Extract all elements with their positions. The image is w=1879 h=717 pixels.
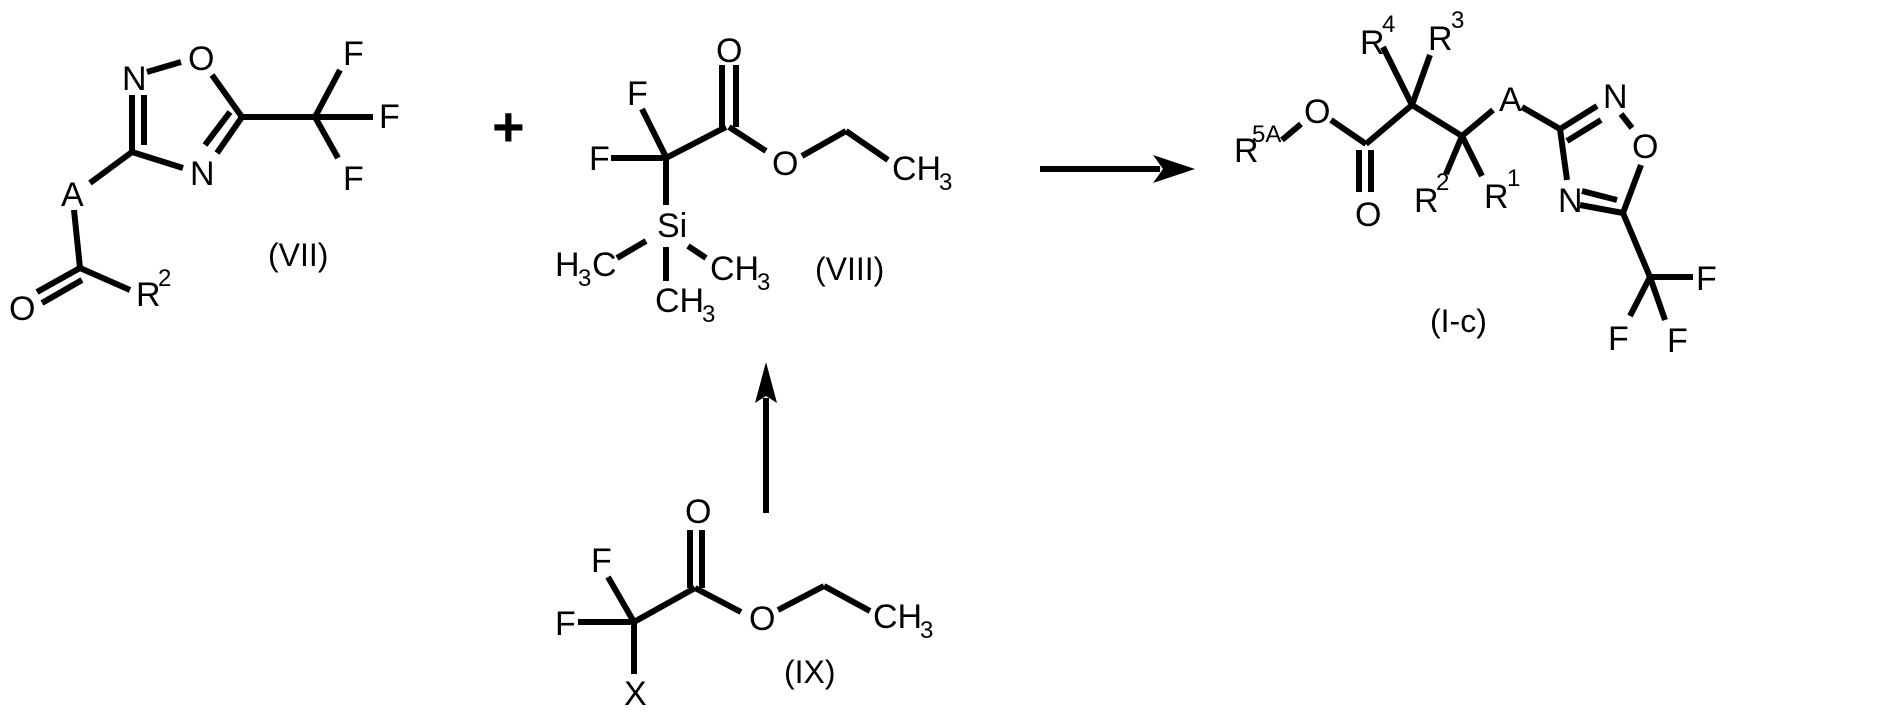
compound-ix: O F F X O CH 3 (IX): [555, 493, 933, 713]
atom-r: R: [1428, 20, 1453, 58]
atom-f: F: [591, 542, 612, 580]
superscript: 2: [158, 265, 171, 292]
compound-i-c: R 5A O O R 4 R 3 R 2 R 1 A N O N F F F (…: [1234, 7, 1717, 360]
atom-n: N: [190, 155, 215, 193]
subscript: 3: [920, 617, 933, 644]
atom-f: F: [1696, 260, 1717, 298]
subscript: 3: [939, 169, 952, 196]
superscript: 1: [1507, 165, 1520, 192]
atom-f: F: [1608, 320, 1629, 358]
compound-label-vii: (VII): [268, 237, 328, 273]
superscript: 3: [1451, 7, 1464, 34]
atom-n: N: [1603, 78, 1628, 116]
compound-label-viii: (VIII): [815, 251, 884, 287]
atom-ch: CH: [873, 598, 922, 636]
atom-f: F: [343, 160, 364, 198]
atom-r: R: [1484, 178, 1509, 216]
atom-h: H: [555, 246, 580, 284]
atom-x: X: [624, 675, 647, 713]
atom-c: C: [592, 246, 617, 284]
atom-o: O: [716, 32, 742, 70]
atom-r: R: [136, 276, 161, 314]
superscript: 2: [1436, 169, 1449, 196]
atom-o: O: [188, 40, 214, 78]
atom-o: O: [749, 600, 775, 638]
atom-o: O: [1632, 128, 1658, 166]
atom-a: A: [61, 176, 84, 214]
atom-o: O: [1304, 93, 1330, 131]
compound-viii: F F O O CH 3 Si H 3 C CH 3 CH 3 (VIII): [555, 32, 952, 328]
atom-f: F: [627, 75, 648, 113]
subscript: 3: [702, 301, 715, 328]
atom-n: N: [1558, 182, 1583, 220]
atom-ch: CH: [710, 250, 759, 288]
atom-si: Si: [657, 207, 687, 245]
atom-ch: CH: [655, 282, 704, 320]
main-reaction-arrow: [1040, 155, 1195, 183]
atom-o: O: [9, 290, 35, 328]
subscript: 3: [578, 265, 591, 292]
plus-sign: +: [492, 95, 525, 158]
atom-r: R: [1414, 182, 1439, 220]
superscript: 4: [1382, 11, 1395, 38]
compound-label-i-c: (I-c): [1430, 303, 1487, 339]
atom-ch: CH: [892, 150, 941, 188]
compound-vii: N O N F F F A O R 2 (VII): [9, 35, 400, 328]
subscript: 3: [757, 269, 770, 296]
atom-f: F: [343, 35, 364, 73]
atom-f: F: [589, 140, 610, 178]
atom-f: F: [1667, 322, 1688, 360]
preparation-arrow: [755, 362, 777, 513]
superscript: 5A: [1252, 121, 1281, 148]
compound-label-ix: (IX): [784, 654, 836, 690]
atom-o: O: [772, 145, 798, 183]
atom-f: F: [555, 605, 576, 643]
atom-n: N: [122, 60, 147, 98]
atom-o: O: [685, 493, 711, 531]
atom-r: R: [1360, 24, 1385, 62]
atom-o: O: [1355, 196, 1381, 234]
atom-f: F: [379, 98, 400, 136]
atom-r: R: [1234, 132, 1259, 170]
atom-a: A: [1499, 81, 1522, 119]
